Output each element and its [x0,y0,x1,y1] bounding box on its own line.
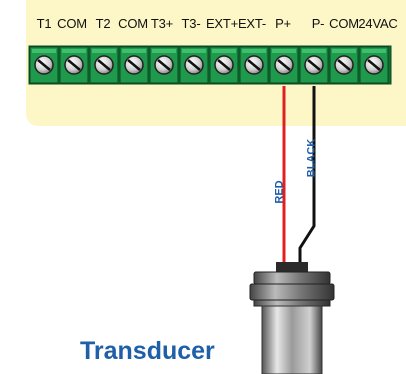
terminal-block-highlight [122,49,146,53]
terminal-block-highlight [152,49,176,53]
terminal-block-highlight [362,49,386,53]
transducer [249,262,335,374]
terminal-block-highlight [62,49,86,53]
transducer-nut [249,283,335,301]
terminal-label-com-3: COM [329,16,359,31]
transducer-wire-entry [276,262,308,274]
terminal-label-ext-plus: EXT+ [205,16,239,31]
terminal-label-p-minus: P- [311,16,325,31]
screw-slot [67,59,81,71]
screw-slot [367,59,381,71]
screw-slot [307,59,321,71]
screw-slot [37,59,51,71]
screw-slot [97,59,111,71]
terminal-block-highlight [242,49,266,53]
terminal-block-highlight [32,49,56,53]
screw-slot [277,59,291,71]
terminal-label-t1: T1 [36,16,52,31]
terminal-block-highlight [332,49,356,53]
terminal-block-highlight [182,49,206,53]
transducer-collar [253,299,331,307]
terminal-block-highlight [272,49,296,53]
red-wire-label: RED [273,180,286,204]
terminal-label-com-1: COM [57,16,87,31]
screw-slot [217,59,231,71]
terminal-block-highlight [92,49,116,53]
transducer-nut-top [253,271,331,285]
terminal-block-highlight [302,49,326,53]
terminal-label-t3-minus: T3- [181,16,201,31]
terminal-label-t3-plus: T3+ [150,16,174,31]
screw-slot [187,59,201,71]
terminal-label-24vac: 24VAC [358,16,398,31]
transducer-body [261,305,323,374]
terminal-label-t2: T2 [95,16,111,31]
screw-slot [337,59,351,71]
terminal-label-ext-minus: EXT- [237,16,267,31]
terminal-label-p-plus: P+ [275,16,291,31]
terminal-blocks [29,46,389,84]
screw-slot [247,59,261,71]
screw-slot [157,59,171,71]
black-wire [298,86,316,270]
terminal-block-highlight [212,49,236,53]
screw-slot [127,59,141,71]
black-wire-label: BLACK [305,138,318,178]
terminal-label-com-2: COM [118,16,148,31]
transducer-caption: Transducer [80,337,215,365]
